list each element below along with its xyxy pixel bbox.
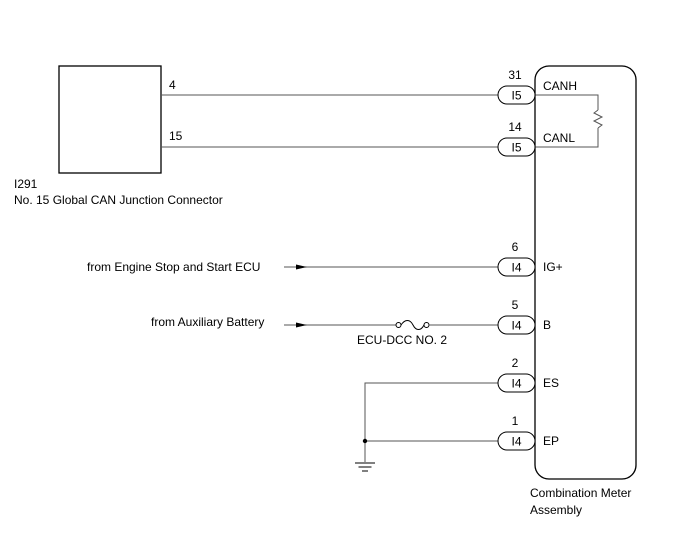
connector-code: I5 xyxy=(511,141,521,155)
junction-pin-canl: 15 xyxy=(169,129,183,143)
ig-arrow-icon xyxy=(296,264,307,270)
pin-number: 6 xyxy=(512,240,519,254)
fuse-label: ECU-DCC NO. 2 xyxy=(357,333,447,347)
connector-pill-canh xyxy=(497,85,536,105)
connector-pill-es xyxy=(497,373,536,393)
junction-pin-canh: 4 xyxy=(169,78,176,92)
signal-label: CANH xyxy=(543,79,577,93)
junction-connector-name: No. 15 Global CAN Junction Connector xyxy=(14,193,223,207)
signal-label: B xyxy=(543,318,551,332)
connector-code: I5 xyxy=(511,89,521,103)
combination-meter-name-line1: Combination Meter xyxy=(530,486,631,500)
combination-meter-name-line2: Assembly xyxy=(530,503,582,517)
connector-pill-canl xyxy=(497,137,536,157)
pin-number: 2 xyxy=(512,356,519,370)
fuse-terminal-left xyxy=(395,322,402,328)
pin-number: 1 xyxy=(512,414,519,428)
fuse-terminal-right xyxy=(423,322,430,328)
connector-code: I4 xyxy=(511,261,521,275)
connector-pill-b xyxy=(497,315,536,335)
battery-arrow-icon xyxy=(296,322,307,328)
ground-icon xyxy=(355,462,375,472)
junction-connector-box xyxy=(58,65,162,174)
battery-source-label: from Auxiliary Battery xyxy=(151,315,264,329)
connector-pill-ep xyxy=(497,431,536,451)
resistor-lead-top xyxy=(535,94,599,110)
pin-number: 31 xyxy=(508,68,522,82)
connector-pill-ig xyxy=(497,257,536,277)
junction-connector-ref: I291 xyxy=(14,177,38,191)
fuse-icon xyxy=(400,320,425,330)
connector-code: I4 xyxy=(511,319,521,333)
es-wire xyxy=(364,382,498,462)
connector-code: I4 xyxy=(511,377,521,391)
pin-number: 5 xyxy=(512,298,519,312)
terminating-resistor-icon xyxy=(592,109,604,129)
signal-label: IG+ xyxy=(543,260,563,274)
ig-source-label: from Engine Stop and Start ECU xyxy=(87,260,260,274)
connector-code: I4 xyxy=(511,435,521,449)
resistor-lead-bottom xyxy=(535,128,599,148)
signal-label: ES xyxy=(543,376,559,390)
ground-junction-dot xyxy=(362,438,368,444)
combination-meter-box xyxy=(534,65,637,480)
signal-label: EP xyxy=(543,434,559,448)
signal-label: CANL xyxy=(543,131,575,145)
pin-number: 14 xyxy=(508,120,522,134)
